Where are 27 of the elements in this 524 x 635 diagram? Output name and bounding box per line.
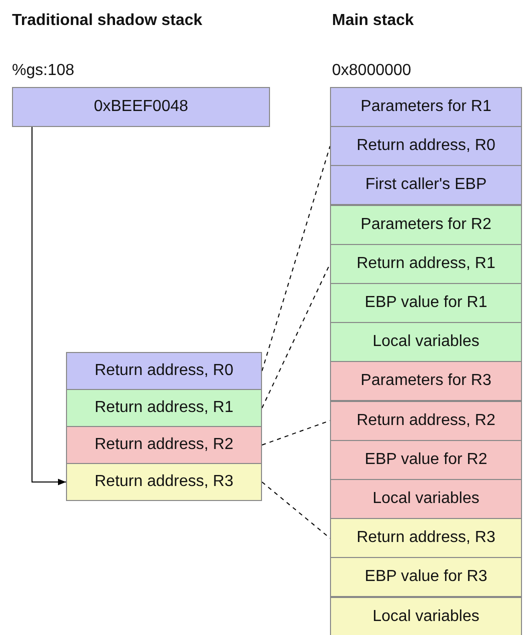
stack-slot: Return address, R3: [66, 463, 262, 501]
address-label: 0x8000000: [332, 62, 412, 80]
stack-slot: Return address, R2: [66, 426, 262, 464]
stack-slot: Return address, R1: [66, 389, 262, 427]
column-heading: Main stack: [332, 12, 414, 30]
stack-slot: Parameters for R2: [330, 204, 522, 245]
stack-slot: Return address, R0: [66, 352, 262, 390]
stack-slot: Parameters for R1: [330, 87, 522, 127]
pointer-box: 0xBEEF0048: [12, 87, 270, 127]
stack-slot: Return address, R1: [330, 244, 522, 284]
address-label: %gs:108: [12, 62, 74, 80]
dashed-line: [262, 146, 330, 372]
stack-slot: Parameters for R3: [330, 361, 522, 402]
stack-slot: EBP value for R2: [330, 440, 522, 480]
stack-slot: EBP value for R1: [330, 283, 522, 323]
stack-slot: First caller's EBP: [330, 165, 522, 206]
dashed-line: [262, 420, 330, 446]
dashed-line: [262, 482, 330, 539]
stack-slot: Return address, R0: [330, 126, 522, 166]
stack-slot: Local variables: [330, 322, 522, 362]
stack-slot: Local variables: [330, 596, 522, 635]
column-heading: Traditional shadow stack: [12, 12, 202, 30]
arrow: [32, 126, 66, 486]
stack-slot: Return address, R2: [330, 400, 522, 441]
stack-slot: EBP value for R3: [330, 557, 522, 598]
stack-slot: Local variables: [330, 479, 522, 519]
stack-slot: Return address, R3: [330, 518, 522, 558]
